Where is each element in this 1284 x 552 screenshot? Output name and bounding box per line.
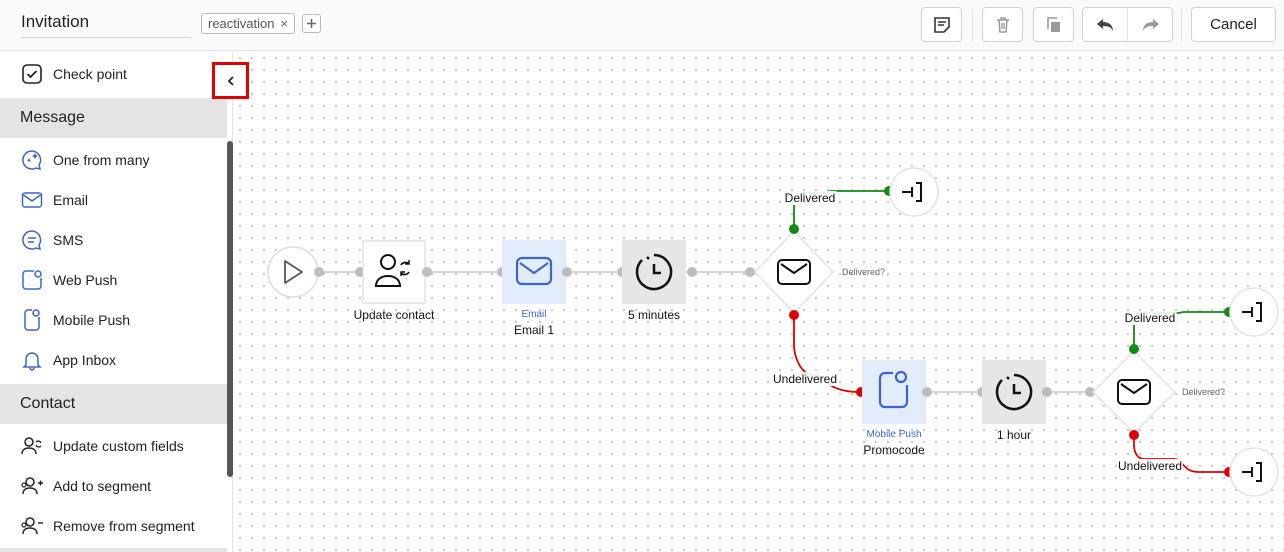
- bell-icon: [20, 348, 44, 372]
- mobile-push-node-type: Mobile Push: [866, 429, 922, 440]
- sidebar-item-sms[interactable]: SMS: [0, 220, 227, 260]
- chat-bubble-icon: [20, 228, 44, 252]
- sidebar-item-label: Add to segment: [53, 478, 152, 494]
- delay-node-1[interactable]: [622, 240, 686, 304]
- sidebar-item-label: Update custom fields: [53, 438, 184, 454]
- tag-label: reactivation: [208, 16, 275, 31]
- email-node-name: Email 1: [513, 323, 555, 337]
- undo-icon: [1097, 18, 1113, 31]
- email-node[interactable]: [502, 240, 566, 304]
- sidebar-item-label: Email: [53, 192, 89, 208]
- exit-node-2[interactable]: [1229, 287, 1279, 337]
- delay-node-2[interactable]: [982, 360, 1046, 424]
- condition-1-yes-label: Delivered: [783, 191, 837, 205]
- envelope-icon: [20, 188, 44, 212]
- trash-icon: [996, 16, 1009, 33]
- tag-remove-icon[interactable]: ×: [280, 16, 289, 31]
- mobile-push-icon: [878, 370, 909, 409]
- delay-2-label: 1 hour: [996, 428, 1032, 442]
- undo-redo-group: [1082, 7, 1173, 42]
- sidebar-item-add-to-segment[interactable]: Add to segment: [0, 466, 227, 506]
- section-contact: Contact: [0, 384, 227, 424]
- sidebar-item-label: Mobile Push: [53, 312, 131, 328]
- condition-1-label: Delivered?: [842, 267, 886, 277]
- envelope-icon: [777, 259, 811, 285]
- cancel-button[interactable]: Cancel: [1191, 7, 1276, 42]
- email-node-type: Email: [521, 309, 547, 320]
- sidebar-item-email[interactable]: Email: [0, 180, 227, 220]
- timer-icon: [995, 373, 1033, 411]
- condition-2-yes-label: Delivered: [1123, 311, 1177, 325]
- delete-button[interactable]: [982, 7, 1023, 42]
- note-icon: [933, 16, 950, 33]
- sidebar-item-web-push[interactable]: Web Push: [0, 260, 227, 300]
- tag-chip[interactable]: reactivation ×: [201, 13, 296, 34]
- condition-node-1[interactable]: [753, 229, 835, 315]
- envelope-icon: [515, 256, 553, 286]
- flow-diagram: [267, 167, 1279, 497]
- envelope-icon: [1117, 379, 1151, 405]
- sparkle-chat-icon: [20, 148, 44, 172]
- condition-1-no-label: Undelivered: [771, 372, 839, 386]
- condition-2-label: Delivered?: [1182, 387, 1226, 397]
- exit-node-3[interactable]: [1229, 447, 1279, 497]
- sidebar-item-label: Remove from segment: [53, 518, 195, 534]
- checkbox-icon: [20, 62, 44, 86]
- mobile-push-node[interactable]: [862, 360, 926, 424]
- plus-icon: [307, 19, 316, 28]
- sidebar-item-label: App Inbox: [53, 352, 117, 368]
- sidebar-item-checkpoint[interactable]: Check point: [0, 54, 227, 94]
- redo-icon: [1142, 18, 1159, 31]
- user-refresh-icon: [20, 434, 44, 458]
- start-node[interactable]: [267, 246, 319, 298]
- copy-icon: [1046, 16, 1060, 32]
- user-add-icon: [20, 474, 44, 498]
- undo-button[interactable]: [1083, 8, 1128, 41]
- condition-node-2[interactable]: [1091, 349, 1177, 435]
- sidebar-item-label: SMS: [53, 232, 84, 248]
- section-message: Message: [0, 98, 227, 138]
- collapse-sidebar-button[interactable]: [212, 62, 249, 99]
- duplicate-button[interactable]: [1033, 7, 1074, 42]
- chevron-left-icon: [227, 75, 234, 86]
- notes-button[interactable]: [921, 7, 962, 42]
- exit-node-1[interactable]: [889, 167, 939, 217]
- mobile-push-icon: [20, 308, 44, 332]
- sidebar-item-label: Web Push: [53, 272, 118, 288]
- sidebar-item-label: One from many: [53, 152, 150, 168]
- sidebar-item-update-custom-fields[interactable]: Update custom fields: [0, 426, 227, 466]
- sidebar-item-label: Check point: [53, 66, 127, 82]
- sidebar-item-one-from-many[interactable]: One from many: [0, 140, 227, 180]
- web-push-icon: [20, 268, 44, 292]
- user-remove-icon: [20, 514, 44, 538]
- condition-2-no-label: Undelivered: [1116, 459, 1184, 473]
- update-contact-label: Update contact: [353, 308, 435, 322]
- update-contact-node[interactable]: [362, 240, 426, 304]
- sidebar-scrollbar[interactable]: [227, 141, 233, 477]
- campaign-title-input[interactable]: Invitation: [21, 12, 191, 38]
- top-toolbar: Invitation reactivation × Cancel: [0, 0, 1284, 51]
- sidebar-item-app-inbox[interactable]: App Inbox: [0, 340, 227, 380]
- flow-canvas[interactable]: Update contact Email Email 1 5 minutes D…: [234, 52, 1284, 552]
- sidebar-item-mobile-push[interactable]: Mobile Push: [0, 300, 227, 340]
- sidebar-item-remove-from-segment[interactable]: Remove from segment: [0, 506, 227, 546]
- redo-button[interactable]: [1128, 8, 1173, 41]
- component-sidebar: Check point Message One from many Email …: [0, 52, 233, 552]
- mobile-push-node-name: Promocode: [863, 443, 925, 457]
- add-tag-button[interactable]: [302, 14, 321, 33]
- timer-icon: [635, 253, 673, 291]
- user-refresh-icon: [374, 254, 410, 287]
- delay-1-label: 5 minutes: [627, 308, 681, 322]
